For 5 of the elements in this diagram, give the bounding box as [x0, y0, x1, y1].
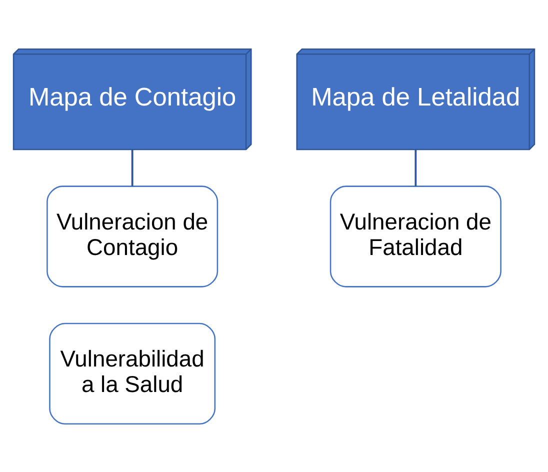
node-box: Vulneracion de Fatalidad	[330, 185, 502, 287]
connector	[131, 149, 134, 186]
node-box: Vulnerabilidad a la Salud	[49, 322, 216, 424]
connector	[414, 149, 417, 186]
node-box: Vulneracion de Contagio	[46, 185, 218, 287]
